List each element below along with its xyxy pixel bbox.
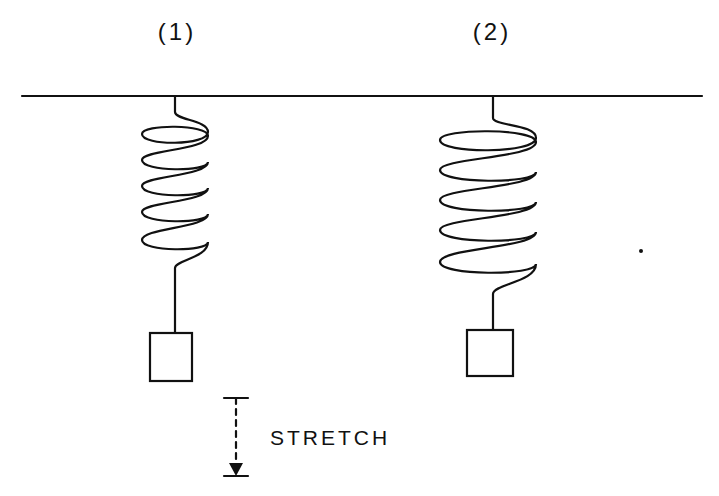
spring-number: (1) [156, 18, 198, 46]
stretch-label: STRETCH [268, 426, 392, 450]
spring-number: (2) [471, 18, 513, 46]
speck [639, 249, 643, 253]
stretch-dashed-line [235, 398, 237, 472]
ceiling-bar [22, 95, 702, 97]
mass-block [467, 330, 513, 376]
mass-block [150, 333, 192, 381]
stretch-arrowhead [229, 463, 243, 476]
spring-wide [440, 96, 536, 330]
spring-narrow [142, 96, 208, 333]
